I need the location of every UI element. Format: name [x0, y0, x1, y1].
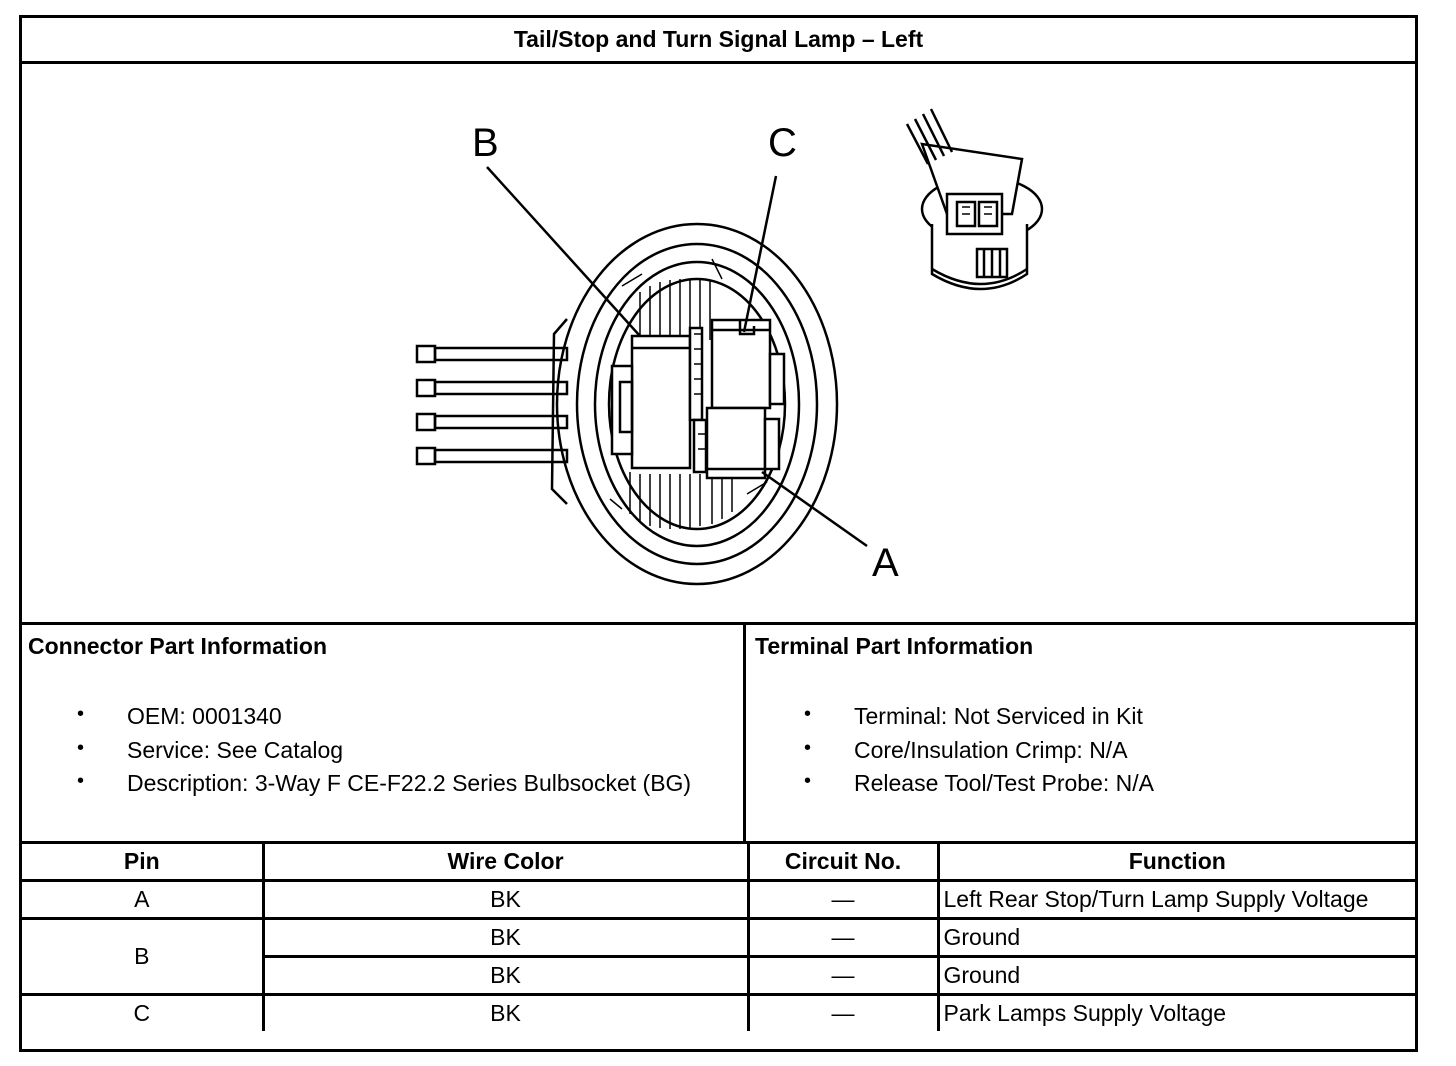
table-row: BK — Ground [22, 955, 1415, 996]
wire-color-cell: BK [261, 879, 750, 920]
wire-color-cell: BK [263, 955, 750, 996]
connector-service: Service: See Catalog [127, 736, 344, 763]
connector-sheet: Tail/Stop and Turn Signal Lamp – Left [19, 15, 1418, 1052]
connector-face-illustration: B C A [415, 108, 1044, 586]
terminal-release-tool: Release Tool/Test Probe: N/A [854, 770, 1155, 796]
connector-diagram: B C A [22, 64, 1415, 625]
header-function: Function [936, 844, 1415, 882]
terminal-block-c [710, 318, 786, 410]
pin-table: Pin Wire Color Circuit No. Function A BK… [22, 844, 1415, 1031]
page-title: Tail/Stop and Turn Signal Lamp – Left [22, 18, 1415, 64]
bullet-icon: • [77, 703, 85, 725]
list-item: • Service: See Catalog [22, 737, 691, 771]
part-information-row: Connector Part Information • OEM: 0001340… [22, 625, 1415, 844]
terminal-info-heading: Terminal Part Information [755, 633, 1034, 659]
callout-b-leader [486, 166, 641, 337]
list-item: • Description: 3-Way F CE-F22.2 Series Bu… [22, 770, 691, 804]
bullet-icon: • [804, 770, 812, 792]
header-wire-color: Wire Color [261, 844, 750, 882]
wire-color-cell: BK [261, 993, 750, 1031]
table-row: A BK — Left Rear Stop/Turn Lamp Supply V… [22, 879, 1415, 920]
function-cell: Park Lamps Supply Voltage [936, 993, 1415, 1031]
circuit-cell: — [746, 917, 940, 958]
bullet-icon: • [804, 736, 812, 759]
bullet-icon: • [804, 703, 812, 725]
connector-info-list: • OEM: 0001340 • Service: See Catalog • Des… [22, 703, 691, 804]
table-row: C BK — Park Lamps Supply Voltage [22, 993, 1415, 1031]
pin-cell: A [22, 879, 265, 920]
callout-a-leader [761, 470, 868, 548]
callout-label-b: B [472, 121, 499, 165]
pin-cell: C [22, 993, 265, 1031]
list-item: • Core/Insulation Crimp: N/A [749, 737, 1154, 771]
callout-label-c: C [768, 121, 797, 165]
connector-oem: OEM: 0001340 [127, 703, 282, 729]
circuit-cell: — [746, 993, 940, 1031]
header-pin: Pin [22, 844, 265, 882]
connector-part-information: Connector Part Information • OEM: 0001340… [22, 625, 746, 841]
circuit-cell: — [746, 879, 940, 920]
terminal-block-b [610, 334, 692, 470]
list-item: • Terminal: Not Serviced in Kit [749, 703, 1154, 737]
circuit-cell: — [746, 955, 940, 996]
connector-perspective-view [905, 108, 1044, 291]
list-item: • OEM: 0001340 [22, 703, 691, 737]
terminal-kit: Terminal: Not Serviced in Kit [854, 703, 1143, 729]
connector-info-heading: Connector Part Information [28, 633, 328, 659]
callout-label-a: A [872, 541, 899, 585]
center-divider [688, 326, 708, 474]
callout-c-leader [742, 175, 778, 333]
terminal-part-information: Terminal Part Information • Terminal: Not… [749, 625, 1415, 841]
socket-face-view [415, 166, 868, 586]
function-cell: Left Rear Stop/Turn Lamp Supply Voltage [936, 879, 1415, 920]
header-circuit: Circuit No. [746, 844, 940, 882]
list-item: • Release Tool/Test Probe: N/A [749, 770, 1154, 804]
terminal-block-a [705, 406, 781, 480]
function-cell: Ground [936, 955, 1415, 996]
bullet-icon: • [77, 770, 85, 792]
terminal-crimp: Core/Insulation Crimp: N/A [854, 736, 1128, 763]
pin-cell: B [22, 917, 265, 996]
terminal-info-list: • Terminal: Not Serviced in Kit • Core/Ins… [749, 703, 1154, 804]
bullet-icon: • [77, 736, 85, 759]
wire-color-cell: BK [261, 917, 750, 958]
wire-leads [415, 344, 569, 466]
pin-table-header: Pin Wire Color Circuit No. Function [22, 844, 1415, 882]
table-row: B BK — Ground [22, 917, 1415, 996]
function-cell: Ground [936, 917, 1415, 958]
connector-description: Description: 3-Way F CE-F22.2 Series Bul… [127, 770, 692, 796]
